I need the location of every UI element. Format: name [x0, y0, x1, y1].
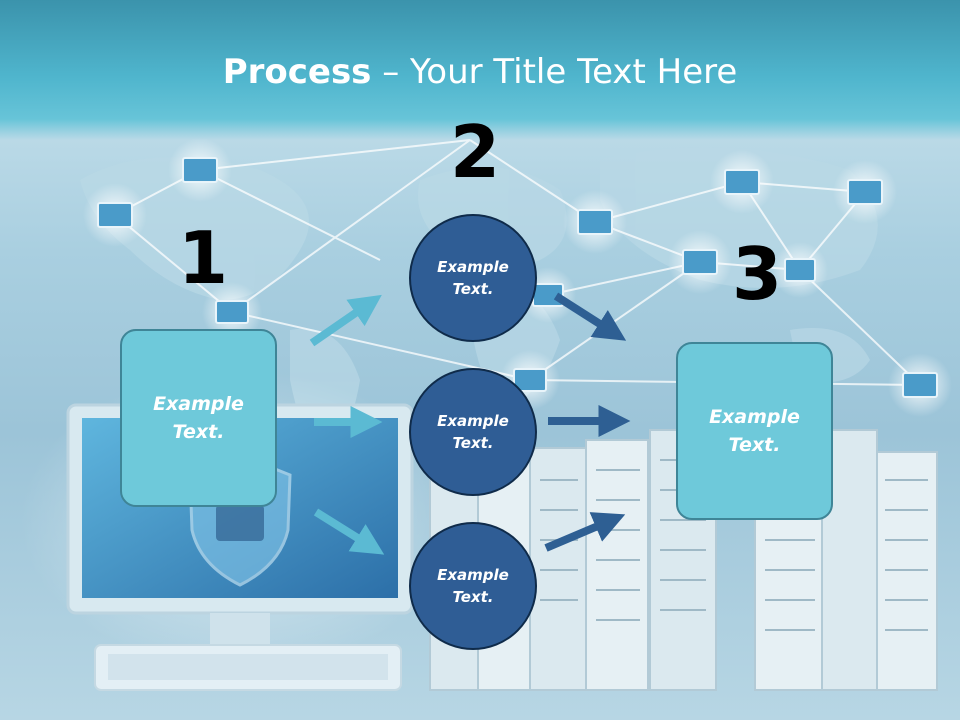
step-1-box[interactable]: Example Text.: [120, 329, 277, 507]
arrow-1-to-circle-c: [313, 508, 385, 555]
step-number-3: 3: [732, 232, 783, 316]
step-1-text: Example Text.: [153, 392, 244, 444]
server-racks-illustration: [429, 429, 938, 691]
arrow-1-to-circle-a: [309, 294, 382, 347]
title-bold: Process: [222, 52, 372, 92]
title-band: [0, 0, 960, 140]
step-3-text: Example Text.: [709, 405, 800, 457]
circle-bottom-text: Example Text.: [437, 565, 509, 607]
title-rest: – Your Title Text Here: [371, 52, 738, 92]
circle-middle-text: Example Text.: [437, 411, 509, 453]
step-2-circle-middle[interactable]: Example Text.: [409, 368, 537, 496]
circle-top-text: Example Text.: [437, 257, 509, 299]
arrow-circle-a-to-3: [553, 292, 627, 341]
step-3-box[interactable]: Example Text.: [676, 342, 833, 520]
step-2-circle-bottom[interactable]: Example Text.: [409, 522, 537, 650]
network-nodes: [83, 138, 952, 417]
slide-title: Process – Your Title Text Here: [0, 52, 960, 92]
step-number-2: 2: [450, 110, 501, 194]
step-2-circle-top[interactable]: Example Text.: [409, 214, 537, 342]
arrow-circle-c-to-3: [544, 512, 626, 552]
step-number-1: 1: [178, 216, 229, 300]
